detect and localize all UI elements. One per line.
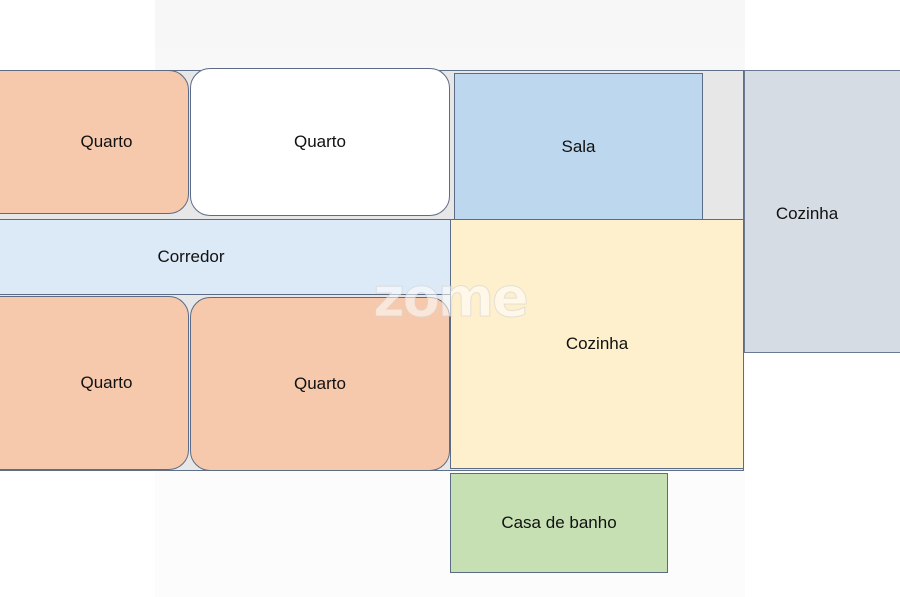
room-label: Cozinha [775, 203, 839, 223]
room-casa-de-banho: Casa de banho [450, 473, 668, 573]
room-cozinha-right: Cozinha [744, 70, 900, 353]
room-quarto-top-middle: Quarto [190, 68, 450, 216]
room-quarto-top-left: Quarto [0, 70, 189, 214]
room-label: Casa de banho [501, 513, 617, 532]
room-quarto-bottom-left: Quarto [0, 296, 189, 470]
room-sala: Sala [454, 73, 703, 221]
room-label: Quarto [80, 373, 133, 392]
room-quarto-bottom-middle: Quarto [190, 297, 450, 471]
room-label: Corredor [157, 247, 225, 266]
room-label: Quarto [294, 374, 346, 393]
room-corredor: Corredor [0, 219, 451, 295]
room-label: Cozinha [565, 334, 629, 353]
room-label: Quarto [294, 132, 346, 151]
room-cozinha-main: Cozinha [450, 219, 744, 469]
room-label: Quarto [80, 132, 133, 151]
room-label: Sala [561, 137, 596, 156]
